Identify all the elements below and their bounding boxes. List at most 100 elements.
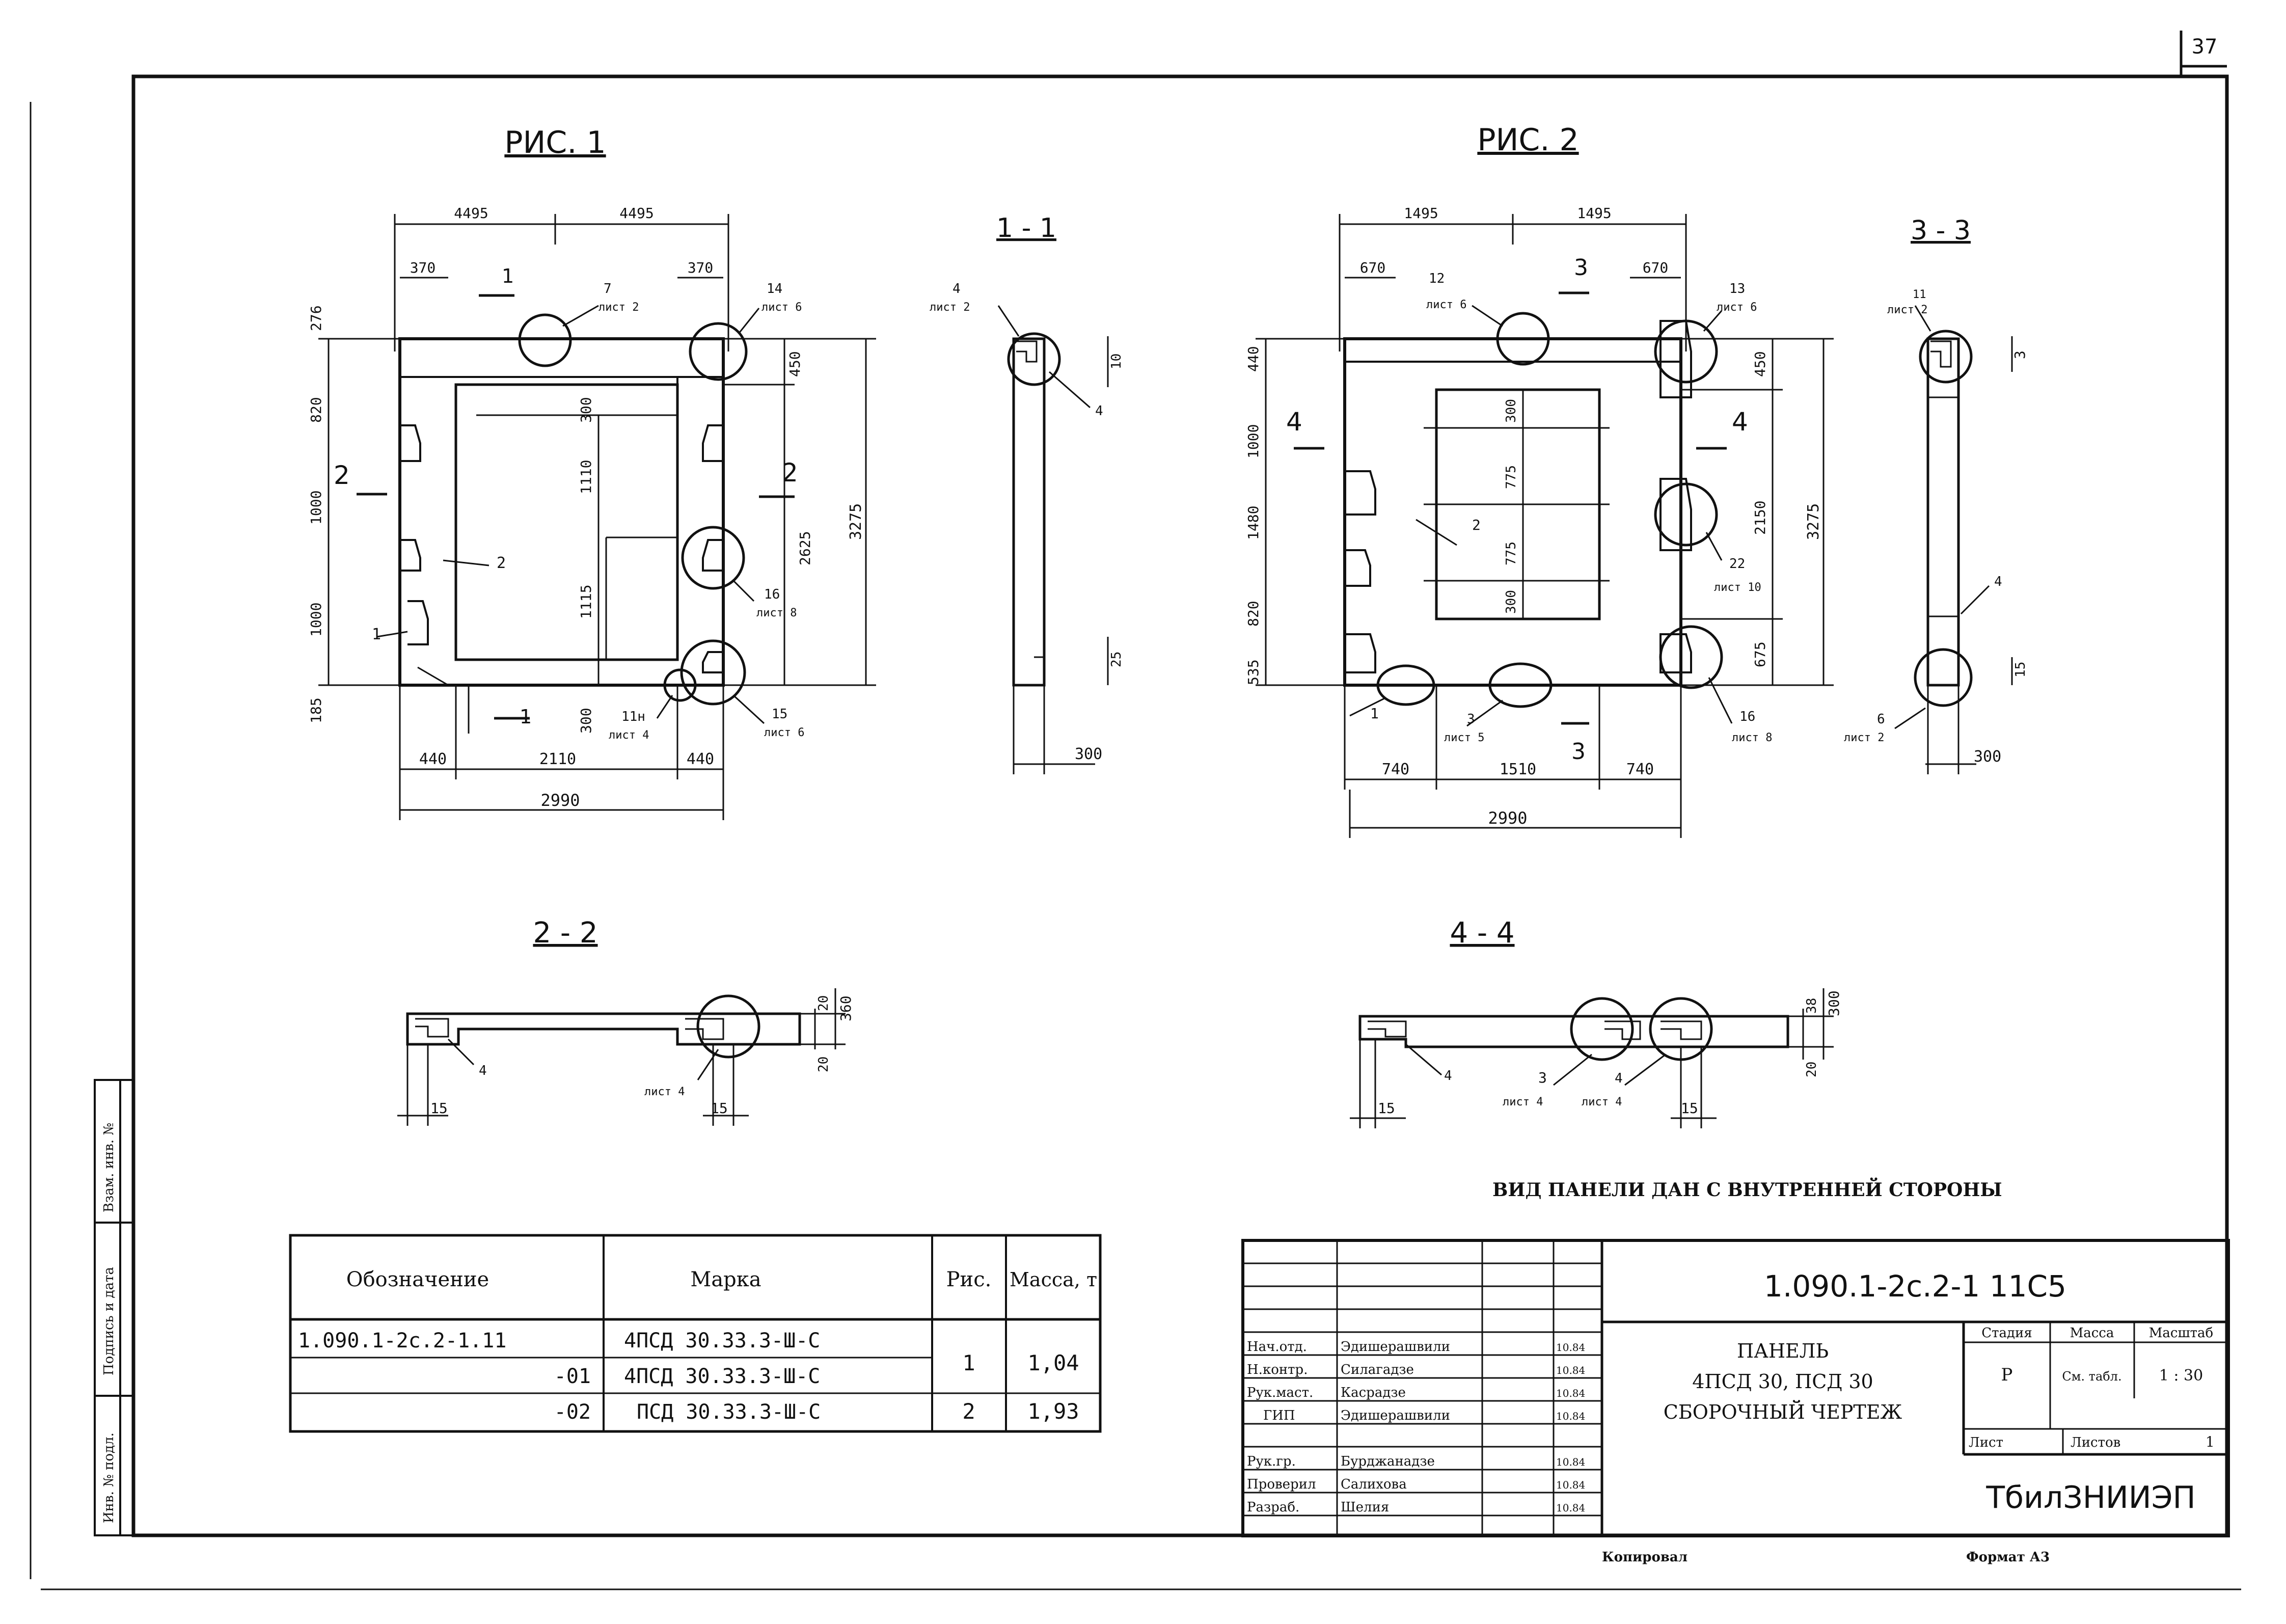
role-2: Н.контр. <box>1247 1362 1308 1377</box>
fig1-dim-right-2: 2625 <box>797 531 813 565</box>
sec44-position-3: 3 <box>1538 1069 1547 1086</box>
fig1-dim-left-3: 1000 <box>308 491 324 525</box>
role-4-name: Эдишерашвили <box>1341 1408 1450 1423</box>
spec-row2-designation: -01 <box>554 1365 591 1388</box>
sec33-callout-top-sheet: лист 2 <box>1887 304 1927 316</box>
title-block <box>1241 1239 2230 1537</box>
fig2-callout-16-num: 16 <box>1739 709 1755 724</box>
role-5-date: 10.84 <box>1556 1456 1585 1468</box>
fig2-callout-22-num: 22 <box>1729 556 1745 572</box>
fig2-callout-13-sheet: лист 6 <box>1717 301 1757 314</box>
spec-header-designation: Обозначение <box>346 1268 489 1291</box>
fig1-dim-small-right: 370 <box>688 259 714 276</box>
fig1-callout-11-sheet: лист 4 <box>609 729 649 742</box>
role-1-date: 10.84 <box>1556 1341 1585 1354</box>
title-code: 1.090.1-2с.2-1 11С5 <box>1764 1269 2066 1304</box>
fig1-dim-left-1: 276 <box>308 305 324 331</box>
role-1-name: Эдишерашвили <box>1341 1339 1450 1355</box>
side-stamp-inv: Инв. № подл. <box>101 1432 117 1523</box>
role-2-date: 10.84 <box>1556 1364 1585 1376</box>
role-2-name: Силагадзе <box>1341 1362 1414 1377</box>
fig1-callout-16-num: 16 <box>764 587 780 602</box>
fig1-dim-right-3: 3275 <box>847 503 865 540</box>
fig1-callout-16-sheet: лист 8 <box>756 607 797 619</box>
title-stage-label: Стадия <box>1981 1325 2032 1341</box>
sec11-dim-bottom: 25 <box>1109 652 1124 667</box>
fig1-dim-bottom-1: 440 <box>419 750 447 768</box>
fig2-dim-inner-2: 775 <box>1504 465 1519 489</box>
fig2-dim-inner-3: 775 <box>1504 542 1519 565</box>
fig1-dim-small-left: 370 <box>410 259 436 276</box>
title-sheet-label: Лист <box>1969 1435 2003 1450</box>
fig2-cut-4-right: 4 <box>1732 407 1748 437</box>
fig2-dim-small-left: 670 <box>1360 259 1386 276</box>
title-scale-value: 1 : 30 <box>2159 1367 2203 1385</box>
fig1-cut-2-left: 2 <box>334 461 350 490</box>
fig1-callout-11-num: 11н <box>621 709 645 724</box>
sec22-dim-height: 360 <box>837 995 854 1021</box>
sec22-title: 2 - 2 <box>533 916 597 950</box>
fig2-callout-22-sheet: лист 10 <box>1714 581 1761 594</box>
fig2-callout-16-sheet: лист 8 <box>1732 732 1772 744</box>
fig2-callout-3-sheet: лист 5 <box>1444 732 1484 744</box>
role-6-name: Салихова <box>1341 1477 1407 1492</box>
sec22-callout-sheet: лист 4 <box>644 1086 685 1098</box>
role-5-name: Бурджанадзе <box>1341 1454 1435 1469</box>
fig1-cut-2-right: 2 <box>782 458 798 488</box>
sheet-frame <box>30 31 2241 1590</box>
sec44-callout-sheet-1: лист 4 <box>1503 1096 1543 1108</box>
title-sheets-label: Листов <box>2071 1435 2120 1450</box>
fig1-dim-left-2: 820 <box>308 397 324 423</box>
role-4-date: 10.84 <box>1556 1410 1585 1422</box>
sec33-callout-bot-num: 6 <box>1877 712 1885 727</box>
spec-row3-fig: 2 <box>962 1399 975 1424</box>
title-line-2: 4ПСД 30, ПСД 30 <box>1692 1370 1873 1393</box>
fig1-dim-inner-1: 300 <box>578 397 594 423</box>
spec-row3-designation: -02 <box>554 1400 591 1424</box>
fig2-dim-left-2: 1000 <box>1245 424 1262 458</box>
role-1: Нач.отд. <box>1247 1339 1307 1355</box>
fig1-dim-top-right: 4495 <box>619 205 654 222</box>
side-stamp-signature: Подпись и дата <box>101 1267 117 1375</box>
fig2-dim-top-right: 1495 <box>1577 205 1611 222</box>
spec-row2-mark: 4ПСД 30.33.3-Ш-С <box>624 1365 820 1388</box>
role-5: Рук.гр. <box>1247 1454 1296 1469</box>
sec44-title: 4 - 4 <box>1450 916 1514 950</box>
role-3: Рук.маст. <box>1247 1385 1313 1400</box>
figure-2: РИС. 2 <box>1245 122 1834 838</box>
sec44-callout-sheet-2: лист 4 <box>1582 1096 1622 1108</box>
fig2-dim-left-1: 440 <box>1245 346 1262 372</box>
sec22-dim-right: 15 <box>711 1100 728 1117</box>
sec22-dim-bottom: 20 <box>816 1057 831 1072</box>
title-mass-value: См. табл. <box>2062 1369 2121 1384</box>
fig2-dim-top-left: 1495 <box>1404 205 1438 222</box>
title-line-1: ПАНЕЛЬ <box>1737 1340 1829 1362</box>
spec-header-mark: Марка <box>690 1268 761 1291</box>
fig2-dim-bottom-3: 740 <box>1626 761 1654 778</box>
fig2-dim-bottom-2: 1510 <box>1500 761 1536 778</box>
sec11-callout-sheet: лист 2 <box>930 301 970 314</box>
fig2-dim-right-3: 675 <box>1752 641 1768 667</box>
section-2-2: 2 - 2 20 360 20 15 15 4 лист 4 <box>397 916 854 1126</box>
fig1-callout-15-num: 15 <box>772 707 787 722</box>
fig2-title: РИС. 2 <box>1477 122 1579 158</box>
spec-header-fig: Рис. <box>946 1268 992 1291</box>
fig2-position-2: 2 <box>1472 517 1481 533</box>
sec44-dim-right: 15 <box>1681 1100 1698 1117</box>
sec44-dim-height: 300 <box>1826 990 1842 1016</box>
sec44-dim-bottom: 20 <box>1804 1062 1819 1077</box>
fig2-dim-left-5: 535 <box>1245 659 1262 685</box>
role-6: Проверил <box>1247 1477 1316 1492</box>
spec-row2-mass: 1,04 <box>1027 1350 1079 1375</box>
spec-row1-mark: 4ПСД 30.33.3-Ш-С <box>624 1329 820 1352</box>
fig1-dim-bottom-3: 440 <box>687 750 714 768</box>
sec22-position: 4 <box>479 1063 487 1078</box>
title-sheets-value: 1 <box>2206 1433 2215 1450</box>
fig1-callout-14-num: 14 <box>767 281 782 296</box>
fig1-callout-15-sheet: лист 6 <box>764 726 804 739</box>
fig2-cut-3-bottom: 3 <box>1571 739 1586 765</box>
sec11-dim-width: 300 <box>1075 745 1102 763</box>
role-4: ГИП <box>1263 1408 1295 1423</box>
fig1-dim-left-5: 185 <box>308 697 324 723</box>
